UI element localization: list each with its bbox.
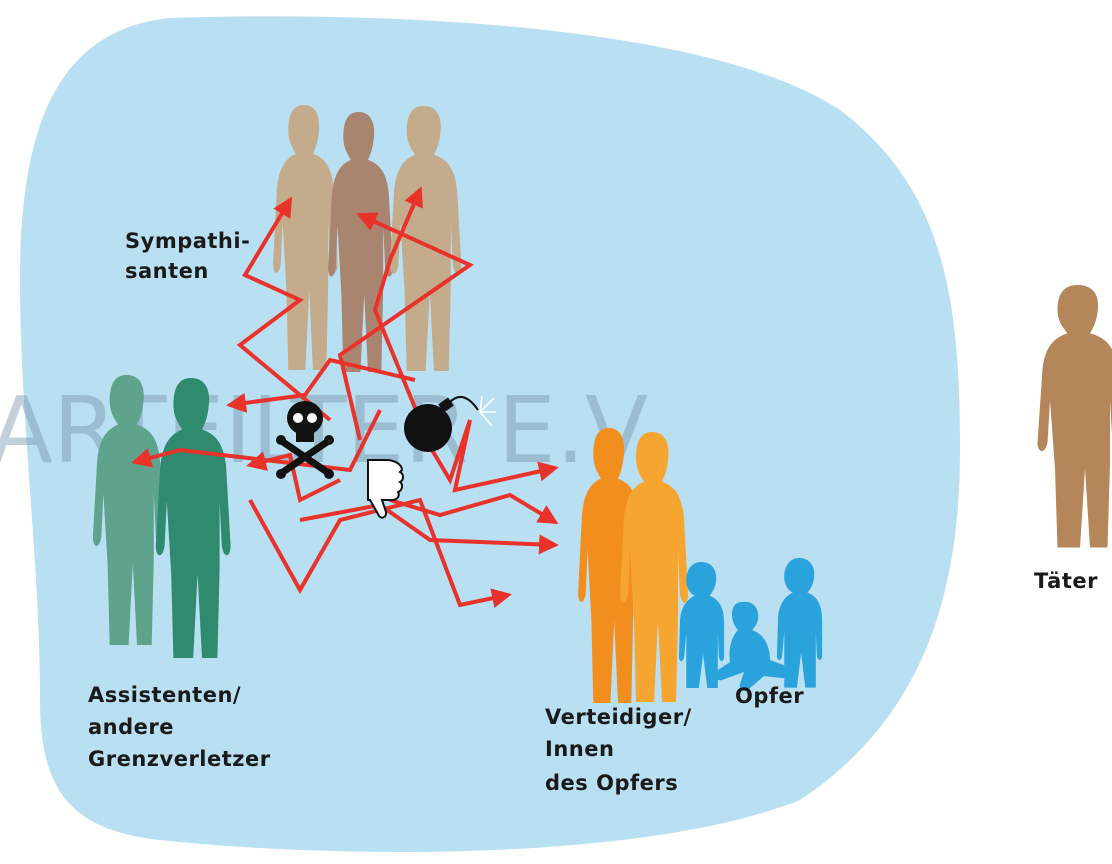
bomb-icon bbox=[404, 395, 496, 452]
skull-crossbones-icon bbox=[276, 401, 334, 479]
arrow-to-sympathisanten-right bbox=[372, 186, 423, 421]
arrow-to-assistenten-top bbox=[226, 357, 416, 413]
arrow-to-sympathisanten-middle bbox=[337, 212, 475, 441]
sympathisanten-figures bbox=[273, 105, 462, 372]
thumbs-down-icon bbox=[367, 459, 404, 519]
label-verteidiger-line3: des Opfers bbox=[545, 771, 678, 795]
label-verteidiger-line2: Innen bbox=[545, 737, 614, 761]
arrow-to-verteidiger-2 bbox=[389, 492, 559, 525]
label-sympathisanten-line2: santen bbox=[125, 259, 209, 283]
label-taeter: Täter bbox=[1034, 569, 1098, 593]
label-opfer: Opfer bbox=[735, 684, 804, 708]
arrow-to-verteidiger-3 bbox=[299, 502, 559, 555]
label-assistenten-line1: Assistenten/ bbox=[88, 683, 241, 707]
opfer-child-sitting bbox=[715, 601, 789, 691]
arrow-to-assistenten-bottom bbox=[246, 451, 341, 503]
background-blob bbox=[20, 16, 960, 852]
taeter-figure bbox=[1037, 285, 1112, 548]
opfer-figures bbox=[678, 558, 823, 691]
arrow-to-verteidiger-1 bbox=[418, 419, 559, 493]
arrow-to-sympathisanten-left bbox=[236, 196, 332, 422]
label-verteidiger-line1: Verteidiger/ bbox=[545, 705, 692, 729]
label-assistenten-line3: Grenzverletzer bbox=[88, 747, 271, 771]
label-sympathisanten-line1: Sympathi- bbox=[125, 229, 250, 253]
attack-arrows bbox=[131, 186, 559, 609]
label-assistenten-line2: andere bbox=[88, 715, 174, 739]
